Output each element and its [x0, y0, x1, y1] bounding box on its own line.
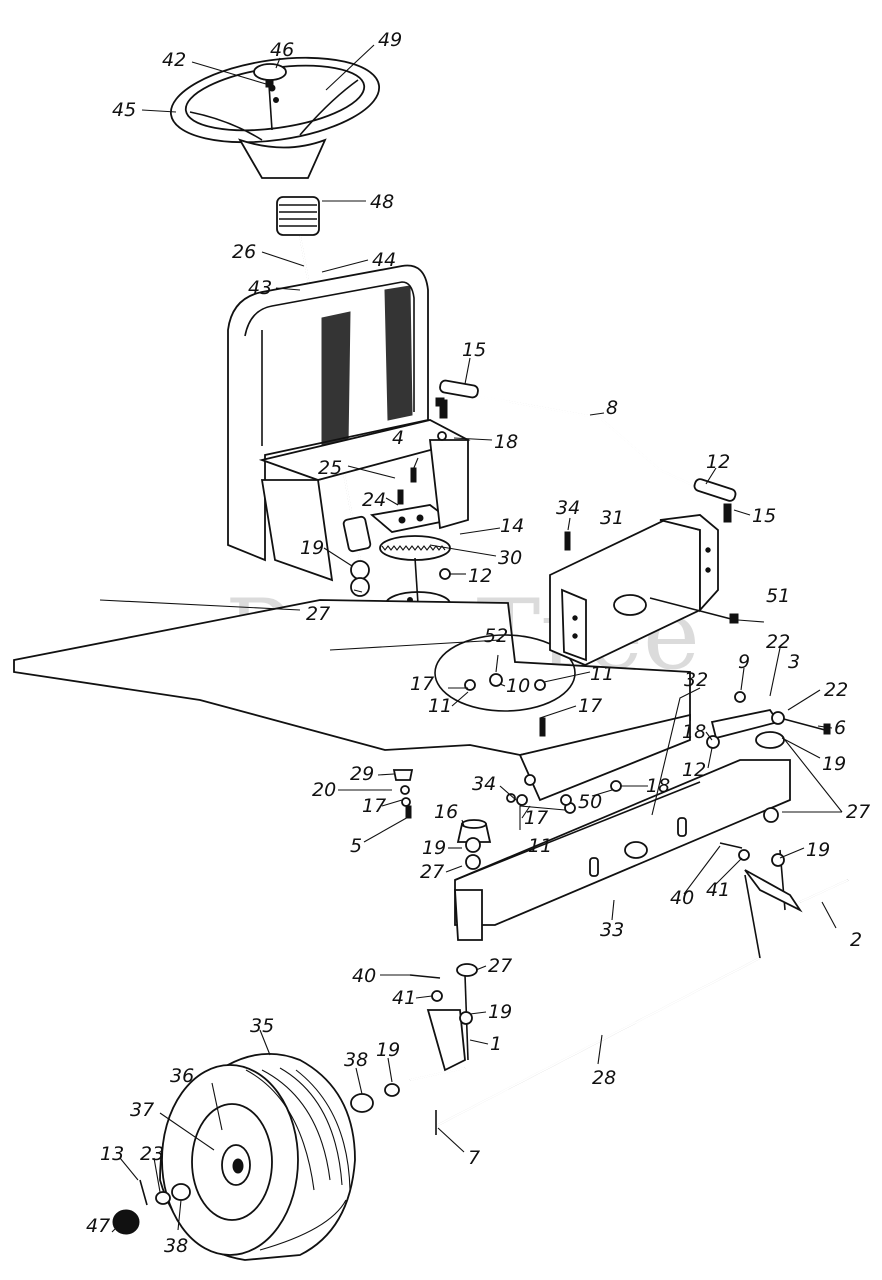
callout-2: 2	[850, 929, 862, 951]
callout-47: 47	[86, 1215, 110, 1237]
callout-15-top: 15	[462, 339, 486, 361]
callout-13: 13	[100, 1143, 124, 1165]
callout-49: 49	[378, 29, 402, 51]
dash-console[interactable]	[227, 264, 471, 582]
callout-6: 6	[834, 717, 846, 739]
callout-12-top: 12	[706, 451, 730, 473]
callout-8: 8	[606, 397, 618, 419]
callout-19-wheel: 19	[376, 1039, 400, 1061]
callout-34-top: 34	[556, 497, 580, 519]
callout-27-axle-pivot: 27	[420, 861, 444, 883]
callout-9: 9	[738, 651, 750, 673]
callout-26: 26	[232, 241, 256, 263]
callout-42: 42	[162, 49, 186, 71]
callout-32: 32	[684, 669, 708, 691]
callout-19-right-spindle: 19	[806, 839, 830, 861]
callout-14: 14	[500, 515, 524, 537]
callout-leader-lines	[111, 44, 843, 1233]
callout-19-left-spindle: 19	[488, 1001, 512, 1023]
callout-25: 25	[318, 457, 342, 479]
callout-17-frame-left: 17	[410, 673, 434, 695]
callout-3: 3	[788, 651, 800, 673]
callout-41-right: 41	[706, 879, 730, 901]
callout-11-axle: 11	[528, 835, 552, 857]
callout-19-right-arm: 19	[822, 753, 846, 775]
drag-link[interactable]	[439, 379, 737, 523]
callout-labels: 46 49 42 45 48 26 44 43 15 8 4 18 25 12 …	[86, 29, 870, 1257]
callout-37: 37	[130, 1099, 154, 1121]
callout-34-frame: 34	[472, 773, 496, 795]
callout-22-top: 22	[766, 631, 790, 653]
callout-43: 43	[248, 277, 272, 299]
callout-7: 7	[468, 1147, 480, 1169]
callout-41-left: 41	[392, 987, 416, 1009]
callout-48: 48	[370, 191, 394, 213]
callout-18-top: 18	[494, 431, 518, 453]
callout-16: 16	[434, 801, 458, 823]
right-steering-arm[interactable]	[710, 708, 831, 749]
callout-29: 29	[350, 763, 374, 785]
hub-cap-47[interactable]	[112, 1209, 140, 1235]
callout-31: 31	[600, 507, 624, 529]
callout-27-left-spindle: 27	[488, 955, 512, 977]
callout-51: 51	[766, 585, 790, 607]
callout-36: 36	[170, 1065, 194, 1087]
callout-4: 4	[392, 427, 404, 449]
callout-38-outer: 38	[164, 1235, 188, 1257]
callout-17-axle-left: 17	[362, 795, 386, 817]
axle-support-bracket[interactable]	[549, 514, 719, 666]
callout-44: 44	[372, 249, 396, 271]
steering-gear-bracket[interactable]	[369, 439, 469, 533]
callout-46: 46	[270, 39, 294, 61]
callout-40-right: 40	[670, 887, 694, 909]
callout-28: 28	[592, 1067, 616, 1089]
callout-11-frame-right: 11	[590, 663, 614, 685]
callout-17-axle-mid: 17	[524, 807, 548, 829]
callout-50: 50	[578, 791, 602, 813]
bolt-51[interactable]	[649, 597, 739, 624]
steering-wheel[interactable]	[165, 46, 384, 179]
callout-38-inner: 38	[344, 1049, 368, 1071]
hardware-pieces	[265, 79, 785, 1025]
callout-24: 24	[362, 489, 386, 511]
callout-5: 5	[350, 835, 362, 857]
callout-45: 45	[112, 99, 136, 121]
front-axle[interactable]	[454, 759, 791, 941]
wheel-bearing-38-inner[interactable]	[350, 1093, 374, 1113]
callout-17-frame-right: 17	[578, 695, 602, 717]
chassis-frame[interactable]	[13, 599, 691, 802]
wheel-rim[interactable]	[191, 1103, 273, 1221]
callout-15-right: 15	[752, 505, 776, 527]
right-spindle[interactable]	[744, 849, 849, 913]
callout-27-gear: 27	[306, 603, 330, 625]
callout-23: 23	[140, 1143, 164, 1165]
callout-30: 30	[498, 547, 522, 569]
callout-12-right-arm: 12	[682, 759, 706, 781]
callout-18-frame-mid: 18	[646, 775, 670, 797]
callout-35: 35	[250, 1015, 274, 1037]
washer-23[interactable]	[155, 1191, 171, 1205]
cotter-pin-13[interactable]	[139, 1179, 148, 1206]
tie-rod[interactable]	[435, 874, 761, 1135]
callout-1: 1	[490, 1033, 502, 1055]
callout-10: 10	[506, 675, 530, 697]
callout-11-frame-left: 11	[428, 695, 452, 717]
callout-18-frame-right: 18	[682, 721, 706, 743]
callout-40-left: 40	[352, 965, 376, 987]
bushing-16[interactable]	[456, 819, 492, 843]
callout-52: 52	[484, 625, 508, 647]
steering-spring-coil[interactable]	[276, 196, 320, 236]
wheel-bearing-38-outer[interactable]	[171, 1183, 191, 1201]
callout-12-gear: 12	[468, 565, 492, 587]
callout-19-gear: 19	[300, 537, 324, 559]
callout-20: 20	[312, 779, 336, 801]
washer-19-wheel[interactable]	[384, 1083, 400, 1097]
callout-33: 33	[600, 919, 624, 941]
callout-27-axle-right: 27	[846, 801, 870, 823]
callout-22-right: 22	[824, 679, 848, 701]
callout-19-axle-pivot: 19	[422, 837, 446, 859]
